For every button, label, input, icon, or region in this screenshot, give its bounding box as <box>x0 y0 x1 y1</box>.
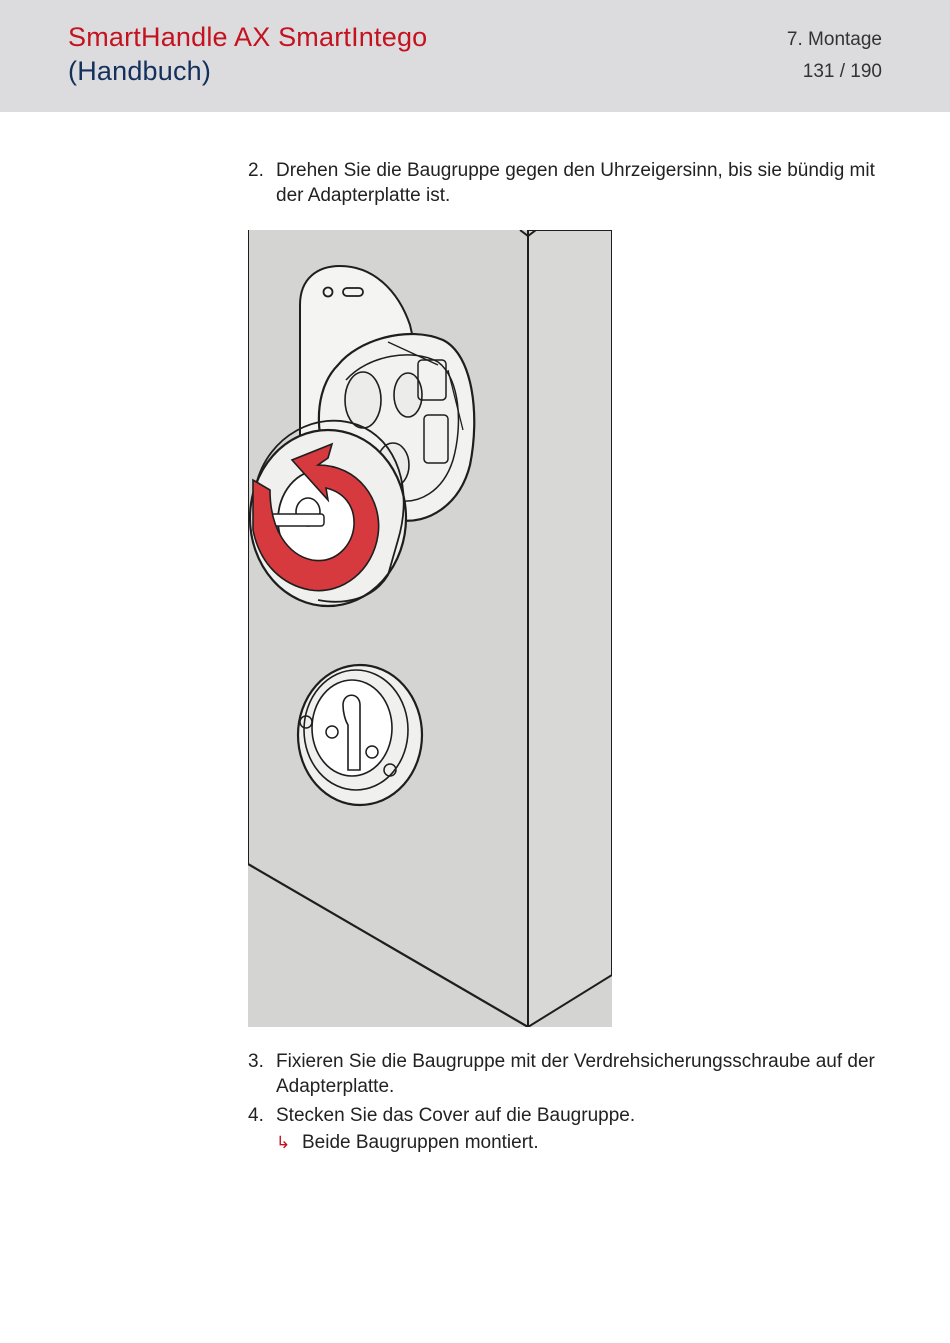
page-header: SmartHandle AX SmartIntego (Handbuch) 7.… <box>0 0 950 112</box>
step-number: 3. <box>248 1051 264 1072</box>
step-number: 4. <box>248 1105 264 1126</box>
document-title: SmartHandle AX SmartIntego <box>68 22 428 52</box>
step-text: Drehen Sie die Baugruppe gegen den Uhrze… <box>276 160 875 206</box>
door-lock-rotation-illustration <box>247 229 613 1029</box>
page-number: 131 / 190 <box>802 61 882 82</box>
result-arrow-icon: ↳ <box>276 1133 291 1152</box>
document-subtitle: (Handbuch) <box>68 56 212 86</box>
chapter-label: 7. Montage <box>786 29 882 50</box>
result-text: Beide Baugruppen montiert. <box>302 1132 539 1153</box>
step-result: ↳ Beide Baugruppen montiert. <box>276 1130 876 1155</box>
step-4: 4. Stecken Sie das Cover auf die Baugrup… <box>248 1103 878 1128</box>
step-2: 2. Drehen Sie die Baugruppe gegen den Uh… <box>248 158 878 208</box>
step-number: 2. <box>248 160 264 181</box>
step-text: Fixieren Sie die Baugruppe mit der Verdr… <box>276 1051 875 1097</box>
step-text: Stecken Sie das Cover auf die Baugruppe. <box>276 1105 636 1126</box>
step-3: 3. Fixieren Sie die Baugruppe mit der Ve… <box>248 1049 878 1099</box>
